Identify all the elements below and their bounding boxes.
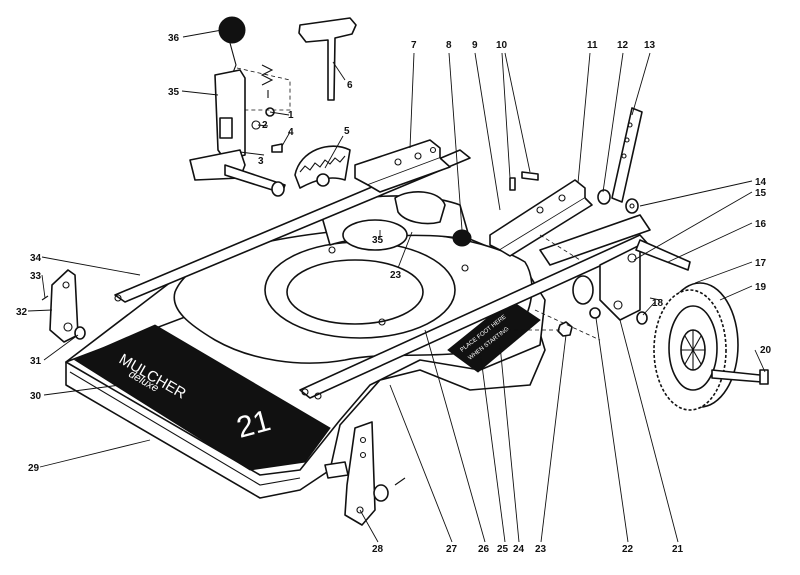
callout-4: 4 (288, 127, 294, 138)
callout-13: 13 (644, 40, 656, 51)
knob (452, 229, 472, 247)
callout-21: 21 (672, 544, 684, 555)
callout-33: 33 (30, 271, 42, 282)
height-lever-assembly (189, 16, 351, 197)
rear-bracket (354, 139, 451, 193)
callout-18: 18 (652, 298, 664, 309)
callout-5: 5 (344, 126, 350, 137)
callout-31: 31 (30, 356, 42, 367)
small-bolt (649, 297, 661, 301)
callout-34: 34 (30, 253, 42, 264)
front-bracket (324, 421, 406, 526)
callout-29: 29 (28, 463, 40, 474)
callout-26: 26 (478, 544, 490, 555)
callout-12: 12 (617, 40, 629, 51)
callout-7: 7 (411, 40, 417, 51)
callout-20: 20 (760, 345, 772, 356)
callout-36: 35 (168, 87, 180, 98)
left-bracket (41, 269, 86, 343)
callout-17: 17 (755, 258, 767, 269)
callout-25: 25 (497, 544, 509, 555)
callout-numbers: 36 35 6 1 2 4 3 5 7 8 9 10 11 12 13 14 1… (16, 33, 772, 555)
callout-23-bottom: 23 (535, 544, 547, 555)
callout-32: 32 (16, 307, 28, 318)
callout-14: 14 (755, 177, 767, 188)
axle-bracket (489, 107, 643, 257)
callout-16: 16 (755, 219, 767, 230)
rear-axle (539, 189, 651, 337)
leader-lines (27, 29, 766, 543)
callout-6: 6 (347, 80, 353, 91)
callout-22: 22 (622, 544, 634, 555)
callout-30: 30 (30, 391, 42, 402)
mulcher-decal: MULCHER deluxe 21 (73, 324, 331, 471)
callout-37: 36 (168, 33, 180, 44)
t-handle (298, 17, 357, 101)
rear-wheel (653, 282, 769, 411)
bolts (509, 171, 539, 191)
callout-8: 8 (446, 40, 452, 51)
callout-24: 24 (513, 544, 525, 555)
callout-19: 19 (755, 282, 767, 293)
callout-1: 1 (288, 110, 294, 121)
callout-2: 2 (262, 120, 268, 131)
callout-3: 3 (258, 156, 264, 167)
callout-28: 28 (372, 544, 384, 555)
link-rod (635, 239, 691, 271)
callout-11: 11 (587, 40, 598, 51)
callout-35: 35 (372, 235, 384, 246)
callout-9: 9 (472, 40, 478, 51)
callout-15: 15 (755, 188, 767, 199)
callout-27: 27 (446, 544, 458, 555)
callout-23-center: 23 (390, 270, 402, 281)
callout-10: 10 (496, 40, 508, 51)
assembly-guides (500, 234, 601, 341)
